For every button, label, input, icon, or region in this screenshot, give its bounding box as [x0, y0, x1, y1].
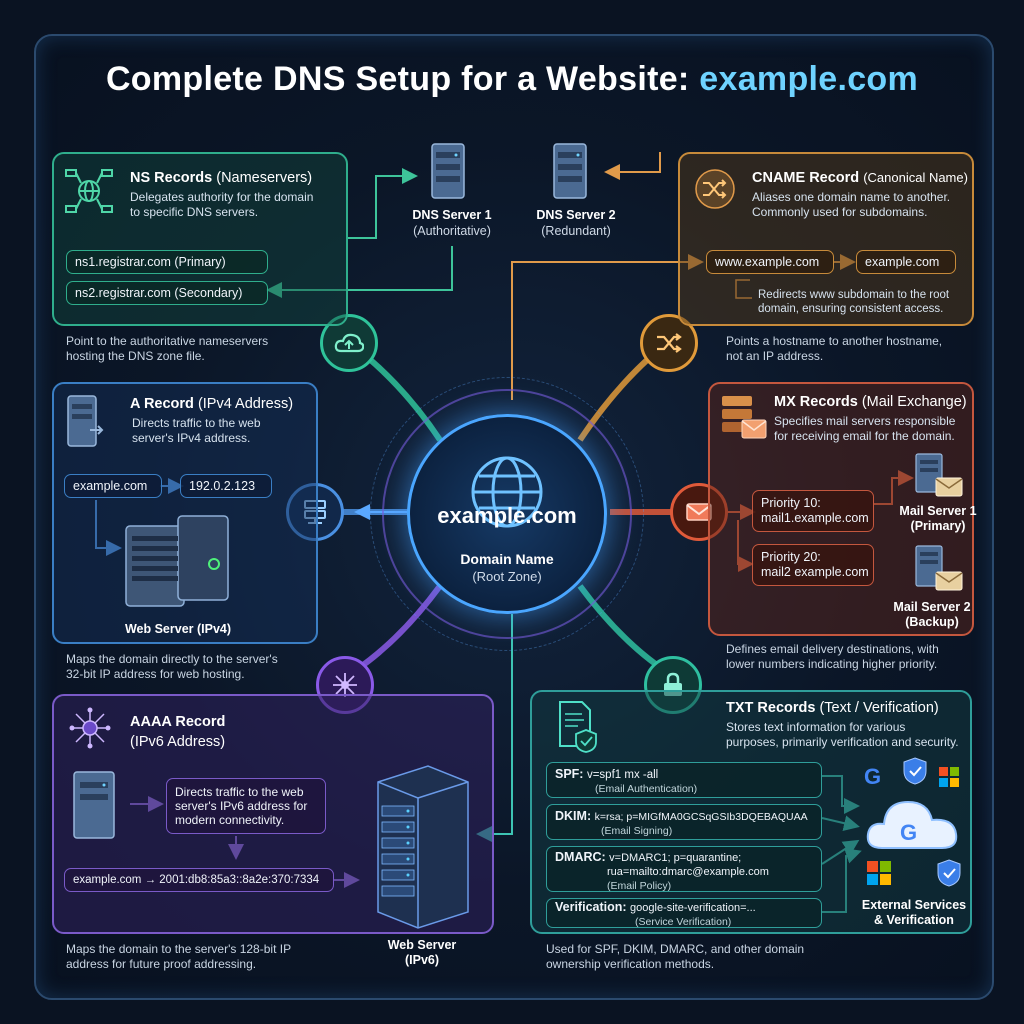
- network-globe-icon: [65, 169, 113, 213]
- ns-title: NS Records (Nameservers): [130, 170, 313, 186]
- txt-dkim-row[interactable]: DKIM: k=rsa; p=MIGfMA0GCSqGSIb3DQEBAQUAA…: [546, 804, 822, 840]
- aaaa-caption-1: Maps the domain to the server's 128-bit …: [66, 942, 292, 956]
- page-title: Complete DNS Setup for a Website: exampl…: [105, 60, 919, 98]
- network-hub-icon: [333, 673, 357, 697]
- mail-server-2-role: (Backup): [905, 615, 959, 629]
- cname-title: CNAME Record (Canonical Name): [752, 170, 968, 186]
- ns1-pill[interactable]: ns1.registrar.com (Primary): [66, 250, 268, 274]
- web-server-ipv6-icon: [377, 765, 469, 929]
- cname-desc-1: Aliases one domain name to another.: [752, 190, 951, 204]
- globe-icon: [471, 456, 543, 528]
- envelope-icon: [686, 503, 712, 521]
- aaaa-title: AAAA Record: [130, 714, 226, 730]
- hub-ring: [382, 389, 632, 639]
- svg-text:G: G: [900, 820, 917, 845]
- a-caption-2: 32-bit IP address for web hosting.: [66, 667, 245, 681]
- a-desc-1: Directs traffic to the web: [132, 416, 261, 430]
- txt-verification-row[interactable]: Verification: google-site-verification=.…: [546, 898, 822, 928]
- shield-check-icon: [903, 757, 927, 785]
- shield-check-icon: [937, 859, 961, 887]
- mail-server-2-name: Mail Server 2: [893, 600, 971, 614]
- server-tower-icon: [73, 771, 115, 839]
- a-desc-2: server's IPv4 address.: [132, 431, 251, 445]
- a-server-label: Web Server (IPv4): [124, 622, 232, 636]
- external-services-label-1: External Services: [861, 898, 967, 912]
- server-tower-icon: [67, 395, 104, 447]
- cname-from-pill[interactable]: www.example.com: [706, 250, 834, 274]
- mail-server-2-icon: [915, 545, 963, 591]
- mx-caption-1: Defines email delivery destinations, wit…: [726, 642, 939, 656]
- microsoft-icon: [939, 767, 959, 787]
- ns-desc-2: to specific DNS servers.: [130, 205, 259, 219]
- mx-title: MX Records (Mail Exchange): [774, 394, 967, 410]
- mail-server-1-icon: [915, 453, 963, 497]
- dns-server-2-role: (Redundant): [541, 224, 611, 238]
- server-tower-icon: [553, 143, 587, 199]
- aaaa-mapping-pill[interactable]: example.com → 2001:db8:85a3::8a2e:370:73…: [64, 868, 334, 892]
- txt-dmarc-row[interactable]: DMARC: v=DMARC1; p=quarantine;rua=mailto…: [546, 846, 822, 892]
- txt-desc-1: Stores text information for various: [726, 720, 906, 734]
- dns-server-1-role: (Authoritative): [413, 224, 491, 238]
- external-services-label-2: & Verification: [874, 913, 954, 927]
- network-hub-icon: [69, 707, 111, 749]
- mx-caption-2: lower numbers indicating higher priority…: [726, 657, 938, 671]
- dns-server-2-name: DNS Server 2: [536, 208, 616, 222]
- mx-priority-20-pill[interactable]: Priority 20:mail2 example.com: [752, 544, 874, 586]
- aaaa-caption-2: address for future proof addressing.: [66, 957, 257, 971]
- domain-hub[interactable]: example.com Domain Name (Root Zone): [407, 414, 607, 614]
- txt-spf-row[interactable]: SPF: v=spf1 mx -all(Email Authentication…: [546, 762, 822, 798]
- ns2-pill[interactable]: ns2.registrar.com (Secondary): [66, 281, 268, 305]
- ns-caption-2: hosting the DNS zone file.: [66, 349, 205, 363]
- mx-priority-10-pill[interactable]: Priority 10:mail1.example.com: [752, 490, 874, 532]
- hub-outer-ring: [370, 377, 644, 651]
- mx-desc-2: for receiving email for the domain.: [774, 429, 955, 443]
- txt-caption-1: Used for SPF, DKIM, DMARC, and other dom…: [546, 942, 805, 956]
- cloud-icon: G: [866, 800, 958, 849]
- mx-desc-1: Specifies mail servers responsible: [774, 414, 956, 428]
- hub-sublabel: (Root Zone): [472, 569, 542, 584]
- cname-caption-1: Points a hostname to another hostname,: [726, 334, 943, 348]
- shuffle-icon: [657, 333, 682, 353]
- dns-server-1-name: DNS Server 1: [412, 208, 492, 222]
- cname-note-1: Redirects www subdomain to the root: [758, 289, 950, 301]
- cname-desc-2: Commonly used for subdomains.: [752, 205, 928, 219]
- a-host-pill[interactable]: example.com: [64, 474, 162, 498]
- hub-label: Domain Name: [460, 551, 554, 567]
- microsoft-icon: [867, 861, 891, 885]
- a-caption-1: Maps the domain directly to the server's: [66, 652, 278, 666]
- txt-caption-2: ownership verification methods.: [546, 957, 715, 971]
- cloud-upload-icon: [334, 333, 364, 353]
- mail-server-1-name: Mail Server 1: [899, 504, 977, 518]
- aaaa-server-role: (IPv6): [404, 953, 440, 967]
- hub-domain: example.com: [437, 503, 577, 528]
- cname-to-pill[interactable]: example.com: [856, 250, 956, 274]
- ns-caption-1: Point to the authoritative nameservers: [66, 334, 269, 348]
- web-server-icon: [125, 515, 229, 607]
- mail-server-icon: [722, 396, 767, 439]
- google-g-icon: G: [864, 764, 882, 789]
- mail-server-1-role: (Primary): [910, 519, 966, 533]
- cname-caption-2: not an IP address.: [726, 349, 824, 363]
- a-ip-pill[interactable]: 192.0.2.123: [180, 474, 272, 498]
- txt-title: TXT Records (Text / Verification): [726, 700, 939, 716]
- ns-node[interactable]: [320, 314, 378, 372]
- cname-note-2: domain, ensuring consistent access.: [758, 303, 944, 315]
- ns-desc-1: Delegates authority for the domain: [130, 190, 314, 204]
- cname-record-panel: [678, 152, 974, 326]
- txt-desc-2: purposes, primarily verification and sec…: [726, 735, 959, 749]
- server-tower-icon: [431, 143, 465, 199]
- document-shield-icon: [559, 701, 597, 753]
- shuffle-icon: [695, 169, 735, 209]
- a-title: A Record (IPv4 Address): [130, 396, 294, 412]
- aaaa-server-name: Web Server: [387, 938, 457, 952]
- aaaa-subtitle: (IPv6 Address): [130, 734, 226, 750]
- cname-node[interactable]: [640, 314, 698, 372]
